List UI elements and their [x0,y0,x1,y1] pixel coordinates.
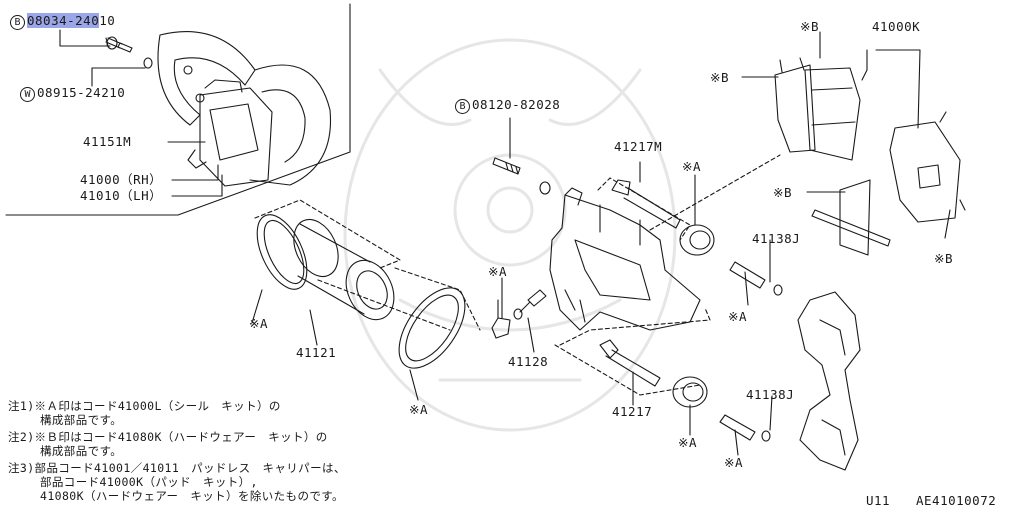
piston-icon [293,218,395,321]
mark-b-left: ※B [710,70,729,85]
bolt-prefix-circle: B [10,15,25,30]
note-3-line-3: 41080K（ハードウェアー キット）を除いたものです。 [40,489,344,503]
label-41138j-lower: 41138J [746,387,795,402]
support-bracket-icon [797,291,861,471]
bleeder-valve-icon [513,289,547,320]
pin-ring-lower-icon [761,430,771,442]
pin-sleeve-lower-icon [719,414,756,441]
bolt-icon [105,36,133,53]
guide-pin-lower-icon [599,339,661,387]
mark-a-bleeder: ※A [488,264,507,279]
label-41000k: 41000K [872,19,921,34]
note-1-line-2: 構成部品です。 [40,413,123,427]
mark-a-seal: ※A [249,316,268,331]
note-2-line-2: 構成部品です。 [40,444,123,458]
bleeder-washer-icon [539,181,551,195]
dust-shield-icon [157,31,256,126]
mark-a-sleeve-upper: ※A [728,309,747,324]
bolt-part-number-highlighted: 08034-240 [27,13,100,28]
note-3-line-2: 部品コード41000K（パッド キット）, [40,475,258,489]
piston-seal-icon [256,214,308,290]
mark-b-top: ※B [800,19,819,34]
guide-pin-upper-icon [611,179,681,229]
brake-pad-spare-icon [889,111,966,223]
pad-shim-icon [811,179,891,256]
label-41138j-upper: 41138J [752,231,801,246]
label-41217: 41217 [612,404,653,419]
washer-prefix-circle: W [20,87,35,102]
pin-boot-upper-icon [679,224,715,256]
diagram-code: AE41010072 [916,493,997,508]
label-41217m: 41217M [614,139,663,154]
inset-frame [5,3,351,216]
washer-part-number: 08915-24210 [37,85,126,100]
dust-boot-icon [398,287,466,369]
mark-a-boot-lower: ※A [678,435,697,450]
model-code: U11 [866,493,891,508]
pin-sleeve-upper-icon [729,261,766,289]
note-1-line-1: 注1)※Ａ印はコード41000L（シール キット）の [8,399,281,413]
bleeder-prefix-circle: B [455,99,470,114]
mark-b-right: ※B [934,251,953,266]
label-41010-lh: 41010（LH） [80,188,163,203]
bleeder-screw-icon [492,157,521,175]
bolt-part-number-rest: 10 [99,13,116,28]
label-41128: 41128 [508,354,549,369]
brake-pad-outer-icon [804,67,861,161]
mark-a-boot-upper: ※A [682,159,701,174]
brake-pad-inner-icon [774,57,816,153]
bleeder-part-number: 08120-82028 [472,97,561,112]
mark-a-sleeve-lower: ※A [724,455,743,470]
washer-icon [143,57,153,69]
note-2-line-1: 注2)※Ｂ印はコード41080K（ハードウェアー キット）の [8,430,328,444]
label-41000-rh: 41000（RH） [80,172,163,187]
bleeder-cap-icon [491,299,511,339]
pin-boot-lower-icon [672,376,708,408]
label-41151m: 41151M [83,134,132,149]
label-41121: 41121 [296,345,337,360]
pin-ring-upper-icon [773,284,783,296]
inset-caliper-icon [199,87,273,187]
caliper-body-icon [549,187,701,331]
note-3-line-1: 注3)部品コード41001／41011 パッドレス キャリパーは、 [8,461,346,475]
mark-b-shim: ※B [773,185,792,200]
rotor-icon [249,64,332,186]
mark-a-dust-boot: ※A [409,402,428,417]
